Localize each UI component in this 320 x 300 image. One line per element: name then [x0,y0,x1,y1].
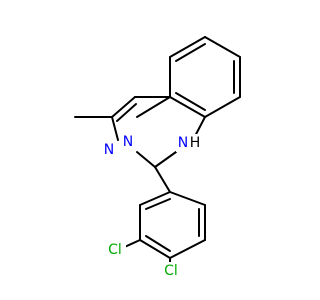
bond [145,235,171,252]
bond [169,239,206,259]
bond [111,116,119,141]
molecule-structure-diagram: N N N H Cl Cl [74,36,241,280]
bond [175,92,206,111]
bond [139,191,171,206]
bond [169,96,206,118]
atom-labels: N N N H Cl Cl [101,132,200,280]
bond [204,96,241,118]
atom-nh-h: H [190,135,201,151]
bond [139,239,171,259]
atom-nh-n: N [178,135,188,151]
atom-n2: N [104,142,114,158]
bond [154,166,171,193]
atom-n1: N [123,134,133,150]
bond [204,36,241,58]
bond [145,198,171,210]
bond [116,103,137,122]
bond [169,36,206,58]
bond [175,43,206,62]
bond [136,96,171,118]
bond [136,151,156,168]
bond [111,96,136,118]
bond [154,151,177,168]
atom-cl2: Cl [164,263,178,279]
atom-cl1: Cl [108,242,122,258]
bond [169,191,206,206]
bonds [74,36,241,266]
